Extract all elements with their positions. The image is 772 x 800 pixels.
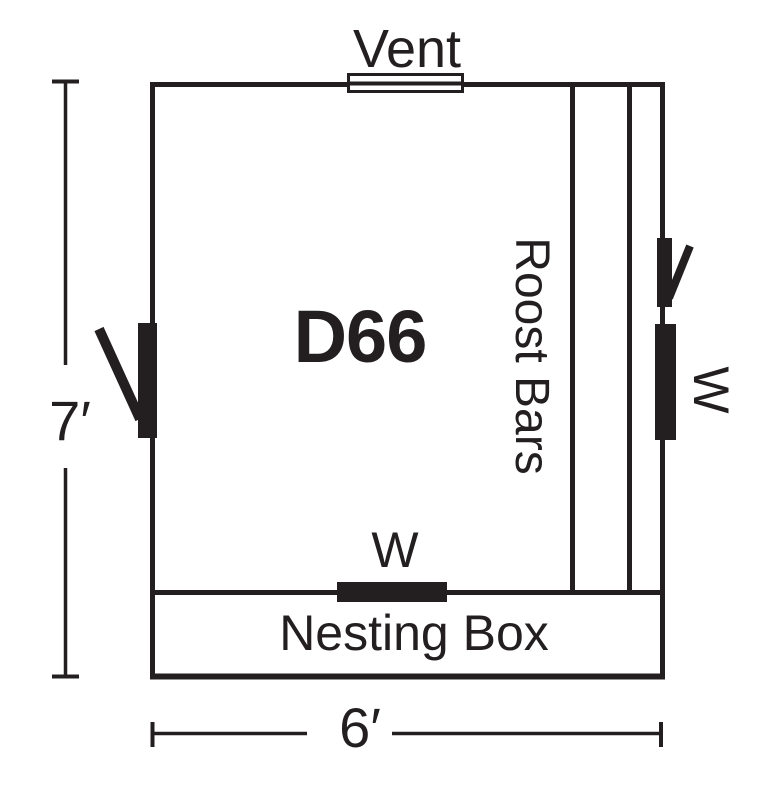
right-window	[655, 324, 676, 440]
roost-bars-label: Roost Bars	[505, 237, 558, 475]
width-dimension-label: 6′	[339, 696, 381, 759]
bottom-window	[337, 582, 447, 602]
width-dimension	[150, 722, 663, 747]
left-door	[138, 323, 157, 438]
right-door-swing	[665, 244, 694, 300]
vent-label: Vent	[352, 19, 462, 79]
height-dimension-label: 7′	[49, 389, 91, 452]
right-window-label: W	[683, 366, 739, 414]
nesting-box-label: Nesting Box	[279, 605, 549, 661]
height-dimension	[52, 79, 79, 679]
left-door-swing	[94, 326, 145, 422]
bottom-window-label: W	[371, 522, 419, 578]
model-label: D66	[293, 295, 428, 378]
